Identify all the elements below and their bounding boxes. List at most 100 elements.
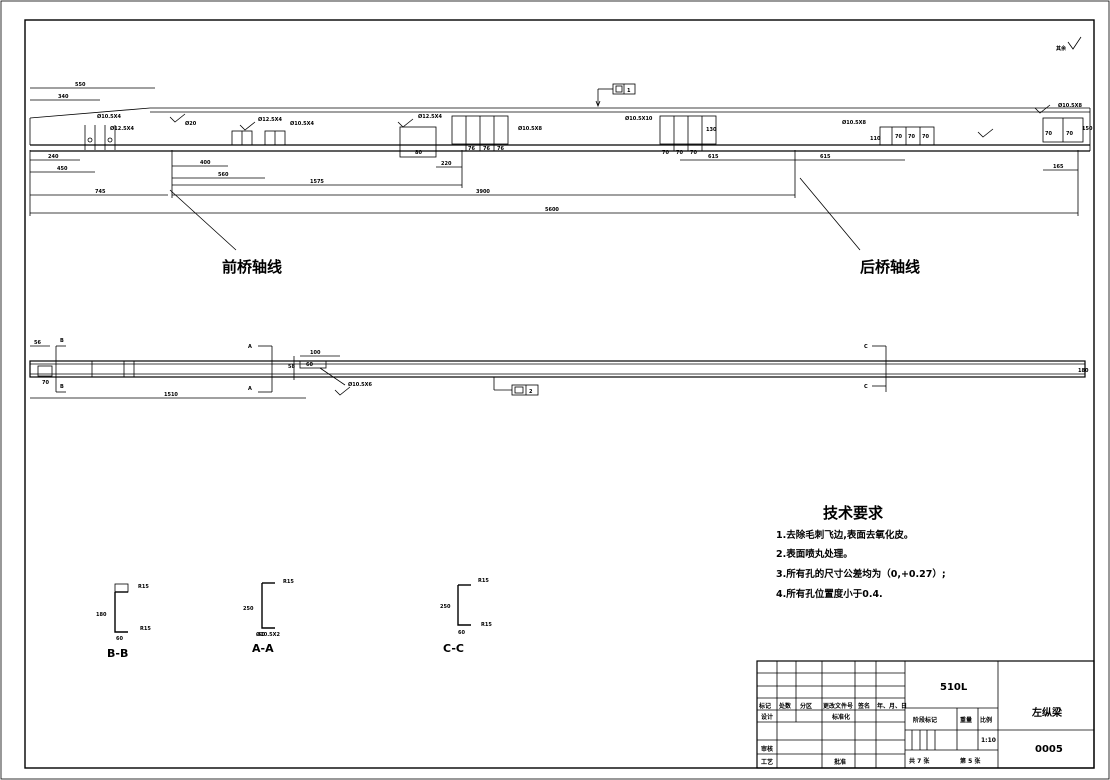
section-marker-c: C C bbox=[864, 344, 887, 392]
svg-text:70: 70 bbox=[42, 380, 49, 386]
section-marker-b: B B bbox=[55, 338, 66, 393]
requirement-2: 2.表面喷丸处理。 bbox=[776, 548, 853, 560]
svg-text:Ø10.5X6: Ø10.5X6 bbox=[348, 381, 372, 388]
svg-text:2: 2 bbox=[529, 389, 533, 395]
svg-text:76: 76 bbox=[497, 146, 504, 152]
svg-text:Ø12.5X4: Ø12.5X4 bbox=[418, 113, 442, 120]
svg-text:58: 58 bbox=[288, 364, 295, 370]
drawing-number: 0005 bbox=[1035, 744, 1063, 755]
svg-text:A: A bbox=[248, 344, 252, 350]
svg-text:Ø12.5X4: Ø12.5X4 bbox=[258, 116, 282, 123]
svg-text:615: 615 bbox=[820, 154, 831, 160]
svg-text:Ø10.5X8: Ø10.5X8 bbox=[518, 125, 542, 132]
technical-requirements: 技术要求 1.去除毛刺飞边,表面去氧化皮。 2.表面喷丸处理。 3.所有孔的尺寸… bbox=[776, 504, 946, 600]
hole-group-4: Ø10.5X10 70 70 70 130 bbox=[625, 115, 717, 156]
title-block: 标记 处数 分区 更改文件号 签名 年、月、日 设计 标准化 审核 工艺 批准 … bbox=[756, 660, 1095, 769]
surface-finish-mark: 其余 bbox=[1056, 36, 1082, 52]
section-b-b: 180 60 R15 R15 B-B bbox=[96, 583, 151, 660]
svg-text:60: 60 bbox=[306, 362, 313, 368]
sheet-number: 第 5 张 bbox=[959, 757, 981, 765]
section-c-c: 250 60 R15 R15 C-C bbox=[440, 578, 492, 655]
surface-mark-text: 其余 bbox=[1056, 45, 1067, 52]
svg-text:80: 80 bbox=[415, 150, 422, 156]
svg-text:1575: 1575 bbox=[310, 179, 324, 185]
svg-text:设计: 设计 bbox=[761, 713, 773, 721]
svg-text:180: 180 bbox=[96, 612, 107, 618]
svg-text:R15: R15 bbox=[481, 622, 492, 628]
sheets-total: 共 7 张 bbox=[909, 757, 930, 765]
svg-text:745: 745 bbox=[95, 189, 106, 195]
svg-text:比例: 比例 bbox=[980, 716, 992, 724]
svg-text:60: 60 bbox=[458, 630, 465, 636]
svg-text:审核: 审核 bbox=[761, 745, 773, 753]
material: 510L bbox=[940, 682, 968, 693]
front-axle-label: 前桥轴线 bbox=[222, 258, 282, 276]
svg-text:R15: R15 bbox=[283, 579, 294, 585]
section-label-cc: C-C bbox=[443, 642, 464, 655]
dim-550: 550 bbox=[75, 82, 86, 88]
svg-text:250: 250 bbox=[243, 606, 254, 612]
flatness-datum-2: 2 bbox=[493, 377, 539, 396]
svg-text:重量: 重量 bbox=[960, 716, 972, 724]
svg-text:250: 250 bbox=[440, 604, 451, 610]
svg-text:Ø10.5X4: Ø10.5X4 bbox=[290, 120, 314, 127]
svg-text:Ø10.5X8: Ø10.5X8 bbox=[1058, 102, 1082, 109]
svg-text:批准: 批准 bbox=[834, 758, 846, 766]
svg-text:R15: R15 bbox=[138, 584, 149, 590]
side-view: B B A A C C 56 70 1510 100 60 58 180 Ø10 bbox=[29, 338, 1089, 399]
svg-text:B: B bbox=[60, 384, 64, 390]
svg-text:130: 130 bbox=[706, 127, 717, 133]
section-a-a: 250 60 R15 Ø10.5X2 A-A bbox=[243, 579, 294, 655]
part-name: 左纵梁 bbox=[1031, 706, 1063, 719]
svg-text:Ø10.5X8: Ø10.5X8 bbox=[842, 119, 866, 126]
svg-text:400: 400 bbox=[200, 160, 211, 166]
svg-text:615: 615 bbox=[708, 154, 719, 160]
section-label-bb: B-B bbox=[107, 647, 128, 660]
svg-text:70: 70 bbox=[662, 150, 669, 156]
requirement-3: 3.所有孔的尺寸公差均为（0,+0.27）; bbox=[776, 568, 946, 580]
svg-text:56: 56 bbox=[34, 340, 41, 346]
svg-text:70: 70 bbox=[922, 134, 929, 140]
svg-text:A: A bbox=[248, 386, 252, 392]
svg-text:更改文件号: 更改文件号 bbox=[823, 702, 853, 710]
svg-text:220: 220 bbox=[441, 161, 452, 167]
svg-text:3900: 3900 bbox=[476, 189, 490, 195]
svg-text:1510: 1510 bbox=[164, 392, 178, 398]
hole-label-b: Ø12.5X4 bbox=[110, 125, 134, 132]
svg-text:70: 70 bbox=[676, 150, 683, 156]
scale: 1:10 bbox=[981, 737, 996, 744]
svg-text:阶段标记: 阶段标记 bbox=[913, 716, 937, 724]
svg-text:Ø10.5X10: Ø10.5X10 bbox=[625, 115, 653, 122]
hole-group-3: Ø12.5X4 80 76 76 76 Ø10.5X8 220 bbox=[397, 113, 542, 168]
requirements-title: 技术要求 bbox=[823, 504, 884, 522]
section-marker-a: A A bbox=[248, 344, 273, 393]
svg-text:100: 100 bbox=[310, 350, 321, 356]
section-label-aa: A-A bbox=[252, 642, 274, 655]
hole-label-c: Ø20 bbox=[185, 120, 197, 127]
svg-text:70: 70 bbox=[690, 150, 697, 156]
svg-text:70: 70 bbox=[1045, 131, 1052, 137]
requirement-1: 1.去除毛刺飞边,表面去氧化皮。 bbox=[776, 529, 913, 541]
svg-text:1: 1 bbox=[627, 88, 631, 94]
svg-text:R15: R15 bbox=[478, 578, 489, 584]
svg-text:工艺: 工艺 bbox=[761, 758, 773, 766]
svg-text:76: 76 bbox=[468, 146, 475, 152]
svg-text:R15: R15 bbox=[140, 626, 151, 632]
svg-text:C: C bbox=[864, 344, 868, 350]
svg-text:560: 560 bbox=[218, 172, 229, 178]
svg-text:180: 180 bbox=[1078, 368, 1089, 374]
flatness-datum-1: 1 bbox=[595, 83, 636, 108]
top-view: 1 550 340 Ø10.5X4 Ø12.5X4 Ø20 Ø12.5X4 Ø1… bbox=[29, 82, 1093, 276]
svg-text:70: 70 bbox=[895, 134, 902, 140]
requirement-4: 4.所有孔位置度小于0.4. bbox=[776, 588, 883, 600]
svg-text:分区: 分区 bbox=[800, 702, 812, 710]
hole-group-2 bbox=[231, 130, 286, 146]
rear-hole-group: Ø10.5X8 70 70 165 150 bbox=[1034, 102, 1093, 171]
top-view-dimensions: 240 450 745 400 560 1575 3900 5600 615 6… bbox=[29, 150, 1079, 216]
hole-group-5: Ø10.5X8 70 70 70 110 bbox=[842, 119, 994, 146]
svg-text:B: B bbox=[60, 338, 64, 344]
svg-text:450: 450 bbox=[57, 166, 68, 172]
svg-text:5600: 5600 bbox=[545, 207, 559, 213]
